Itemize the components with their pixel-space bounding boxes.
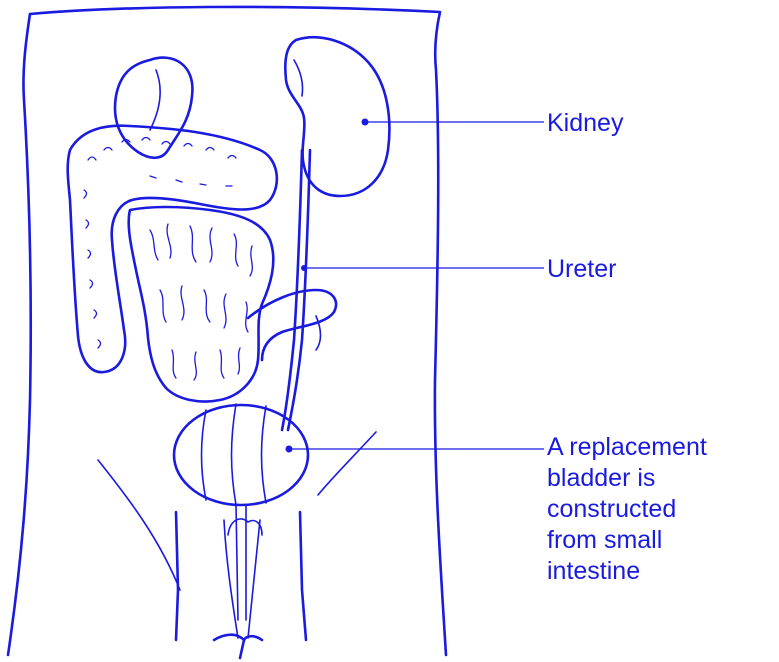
- kidney-label-text: Kidney: [547, 108, 623, 139]
- kidney-label: Kidney: [547, 108, 623, 139]
- bladder-label-line-1: A replacement: [547, 432, 707, 463]
- bladder-label-line-4: from small: [547, 525, 707, 556]
- bladder-label-line-5: intestine: [547, 556, 707, 587]
- ureter-label: Ureter: [547, 254, 616, 285]
- replacement-bladder-label: A replacement bladder is constructed fro…: [547, 432, 707, 587]
- bladder-label-line-3: constructed: [547, 494, 707, 525]
- leader-lines: [289, 122, 544, 449]
- ureter-label-text: Ureter: [547, 254, 616, 285]
- left-kidney-drawing: [115, 58, 192, 158]
- torso-outline: [8, 7, 446, 658]
- bladder-label-line-2: bladder is: [547, 463, 707, 494]
- neobladder-drawing: [174, 404, 308, 620]
- large-intestine-drawing: [68, 126, 277, 372]
